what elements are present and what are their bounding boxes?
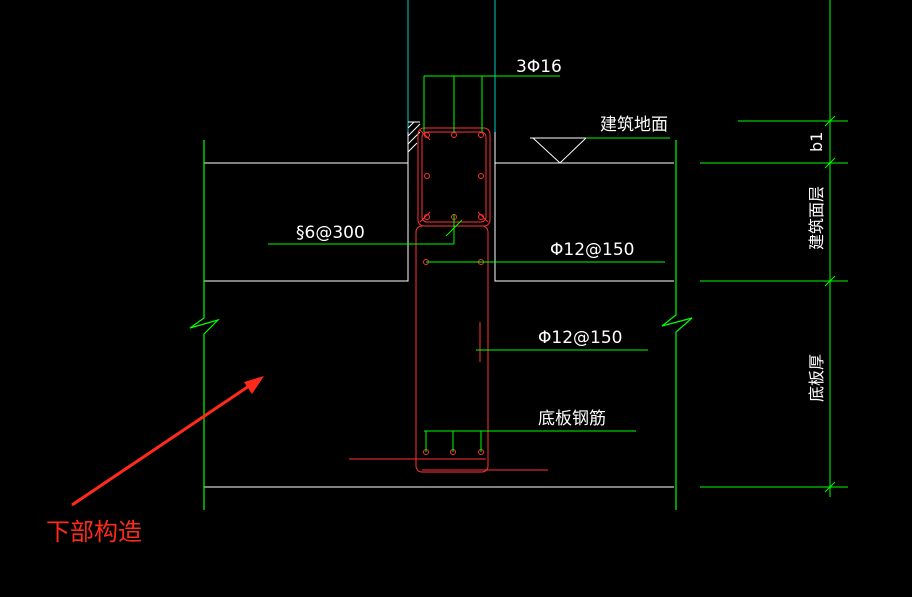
dim-slab-thickness-label: 底板厚 (807, 354, 826, 402)
break-lines (189, 140, 693, 510)
slab-bars-label: 底板钢筋 (538, 409, 606, 429)
rebar-cage (349, 127, 548, 473)
column-axis-lines (407, 0, 496, 132)
floor-symbol (530, 137, 600, 164)
rebar-dots (423, 132, 484, 455)
annotation-arrow (71, 376, 264, 507)
dimension-lines (700, 0, 848, 497)
leader-lines (268, 75, 670, 452)
stirrup-label: §6@300 (296, 223, 365, 243)
dim-b1-label: b1 (807, 132, 826, 152)
top-bars-label: 3Φ16 (516, 57, 562, 77)
dim-floor-layer-label: 建筑面层 (807, 186, 826, 250)
bar1-label: Φ12@150 (550, 240, 634, 260)
floor-label: 建筑地面 (600, 115, 668, 135)
bar2-label: Φ12@150 (538, 328, 622, 348)
annotation-label: 下部构造 (46, 518, 142, 546)
structure-outline (204, 121, 674, 488)
